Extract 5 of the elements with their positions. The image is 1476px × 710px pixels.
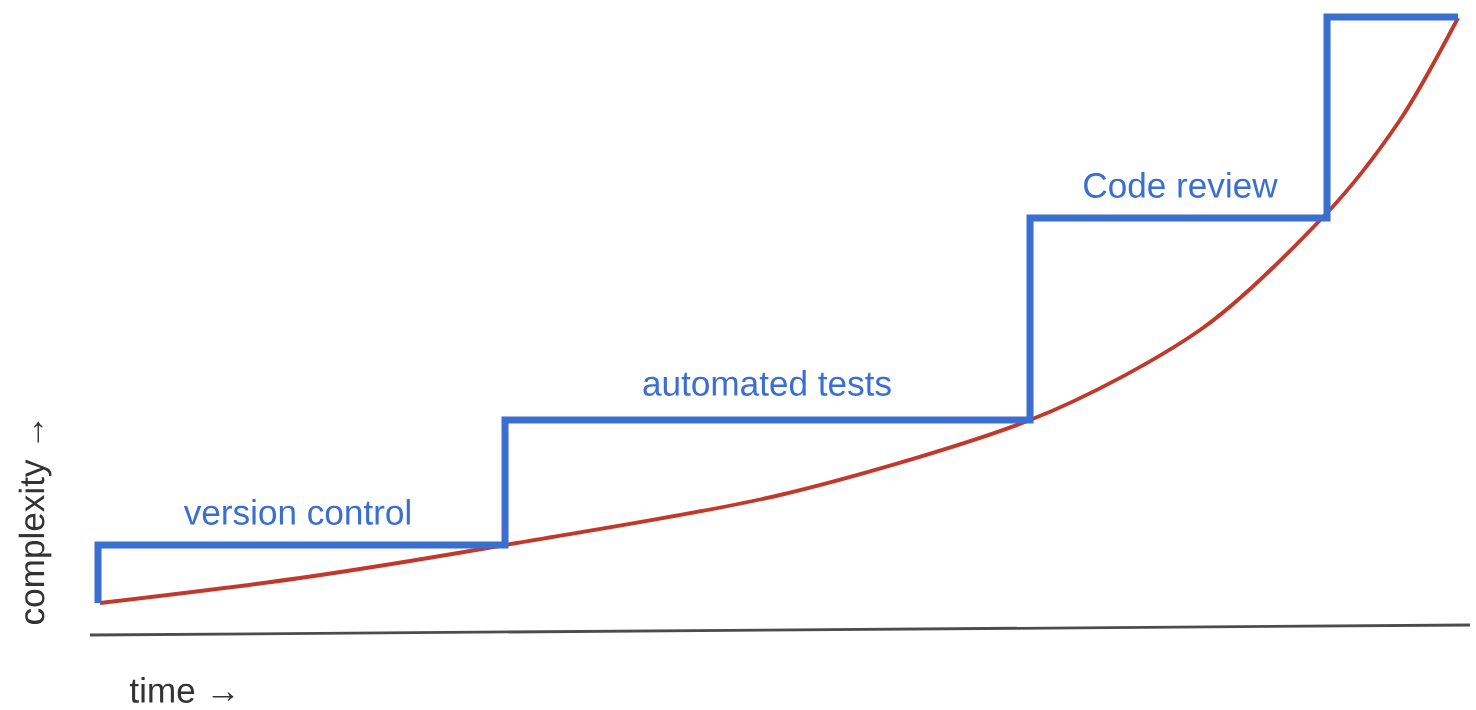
step-label: automated tests — [643, 370, 891, 396]
step-label: Code review — [1084, 172, 1278, 198]
step-label: version control — [183, 499, 410, 525]
axis-label: time → — [129, 677, 234, 703]
axis-label: complexity → — [18, 421, 52, 624]
